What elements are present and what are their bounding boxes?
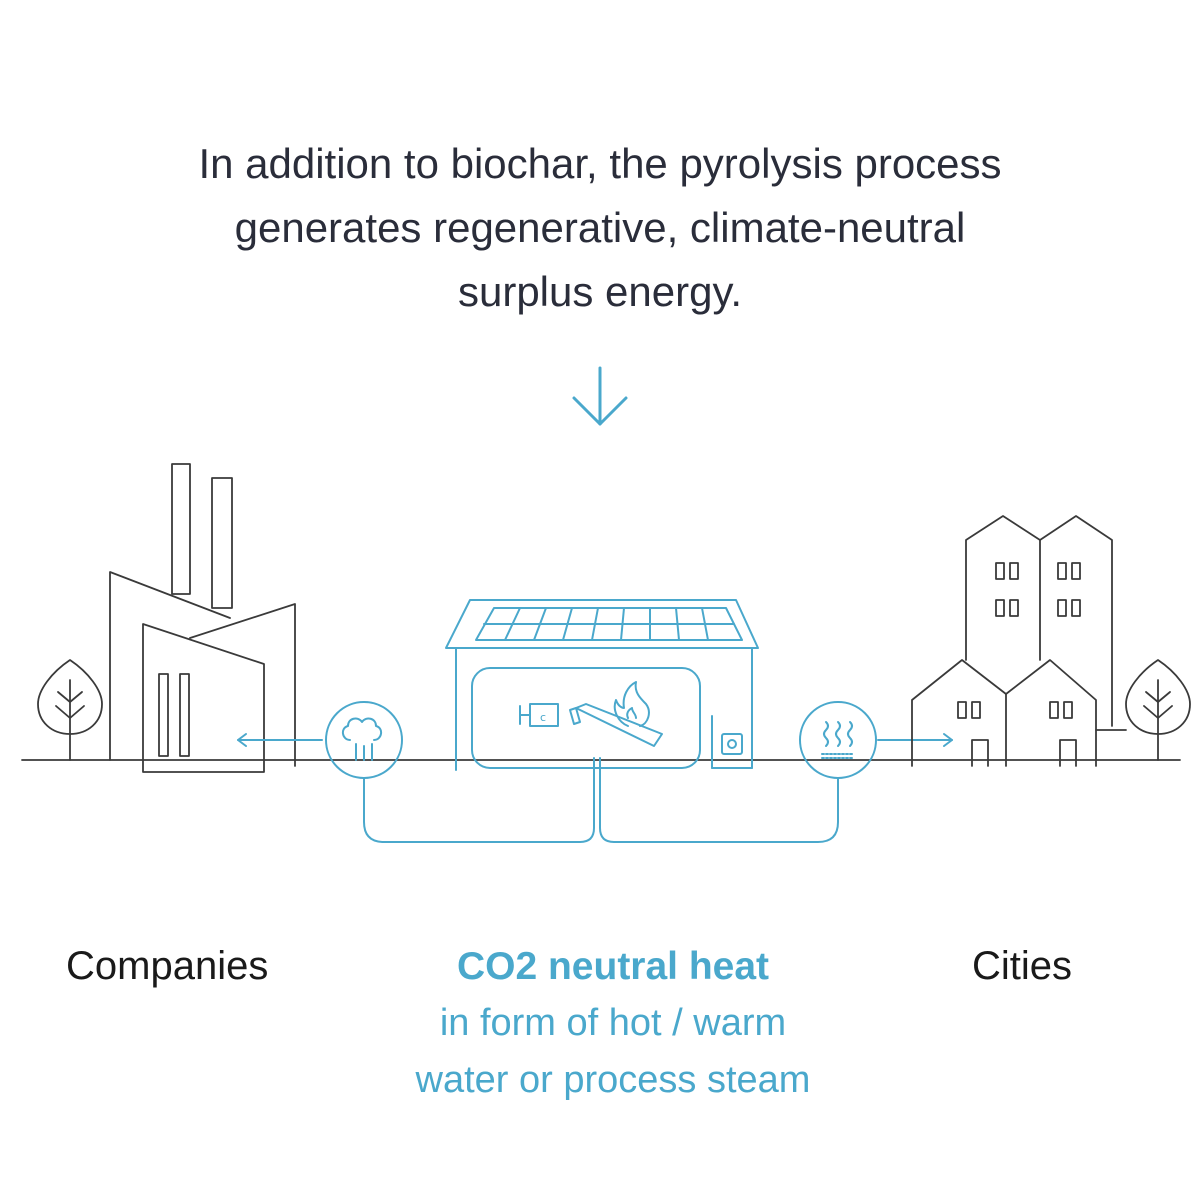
arrow-left-icon [237,733,323,747]
headline-line-1: In addition to biochar, the pyrolysis pr… [198,140,1002,187]
pipe-connections [363,757,839,843]
factory-icon [109,463,296,773]
headline-line-3: surplus energy. [457,268,743,315]
label-cities: Cities [972,944,1073,988]
center-caption: CO2 neutral heat in form of hot / warm w… [300,938,926,1109]
tree-icon [37,659,103,761]
center-caption-line-2: water or process steam [415,1059,811,1101]
tree-icon [1125,659,1191,761]
arrow-down-icon [572,366,628,426]
pyrolysis-plant-icon: c [445,599,759,771]
label-companies: Companies [66,944,269,988]
svg-text:c: c [540,711,546,724]
center-caption-title: CO2 neutral heat [456,945,770,988]
center-caption-line-1: in form of hot / warm [439,1002,787,1044]
houses-icon [911,515,1127,767]
headline-line-2: generates regenerative, climate-neutral [234,204,966,251]
arrow-right-icon [877,733,953,747]
headline: In addition to biochar, the pyrolysis pr… [60,132,1140,324]
heating-icon [799,701,877,779]
steam-icon [325,701,403,779]
